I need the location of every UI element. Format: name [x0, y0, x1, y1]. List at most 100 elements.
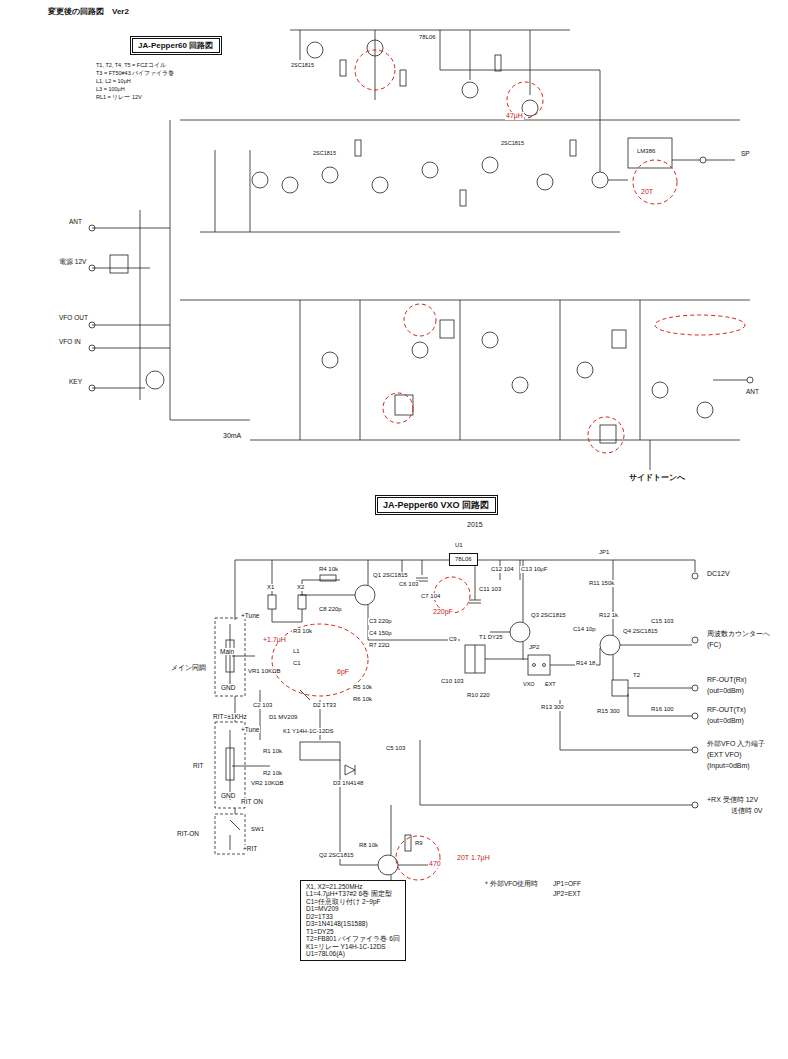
part-label: メイン同調 [170, 664, 207, 671]
part-label: (Input=0dBm) [706, 762, 751, 770]
part-label: C10 103 [440, 678, 465, 685]
part-label: R5 10k [352, 684, 373, 691]
part-label: 6pF [336, 668, 350, 676]
node-text: C1=任意取り付け 2~9pF [306, 898, 400, 905]
part-label: Q3 2SC1815 [530, 612, 567, 619]
part-label: K1 Y14H-1C-12DS [282, 728, 335, 735]
part-label: Main [219, 648, 235, 655]
part-label: RIT [192, 762, 204, 769]
part-label: 470 [428, 860, 442, 868]
part-label: U1 [454, 542, 464, 549]
part-label: 20T 1.7μH [456, 854, 491, 862]
node-text: 78L06 [455, 556, 472, 563]
part-label: ANT [745, 388, 760, 395]
part-label: C15 103 [650, 618, 675, 625]
part-label: +RX 受信時 12V [706, 796, 759, 804]
part-label: +Tune [240, 612, 260, 619]
part-label: C6 103 [398, 581, 419, 588]
part-label: 外部VFO 入力端子 [706, 740, 766, 748]
part-label: R7 22Ω [368, 642, 391, 649]
node-text: JA-Pepper60 回路図 [138, 41, 214, 50]
part-label: T1, T2, T4, T5 = FCZコイル [95, 62, 167, 68]
part-label: +RIT [242, 845, 258, 852]
part-label: C2 103 [252, 702, 273, 709]
part-label: JP1=OFF [552, 880, 582, 887]
part-label: D2 1T33 [312, 702, 337, 709]
part-label: RL1 = リレー 12V [95, 94, 143, 100]
part-label: VFO OUT [58, 314, 89, 321]
part-label: SP [740, 150, 751, 157]
node-text: K1=リレー Y14H-1C-12DS [306, 943, 400, 950]
part-label: T2 [632, 672, 641, 679]
part-label: RIT=±1KHz [212, 713, 248, 720]
part-label: C4 150p [368, 630, 393, 637]
node-text: JA-Pepper60 VXO 回路図 [383, 500, 490, 510]
part-label: Q2 2SC1815 [318, 852, 355, 859]
part-label: 220pF [432, 608, 454, 616]
part-label: (FC) [706, 641, 722, 649]
part-label: X2 [296, 584, 305, 591]
part-label: C8 220p [318, 606, 343, 613]
part-label: JP2=EXT [552, 890, 582, 897]
part-label: JP1 [598, 549, 610, 556]
node-text: T2=FB801 バイファイラ巻 6回 [306, 935, 400, 942]
node-text: T1=DY25 [306, 928, 400, 935]
part-label: R3 10k [292, 628, 313, 635]
part-label: C7 104 [420, 593, 441, 600]
part-label: D3 1N4148 [332, 780, 364, 787]
part-label: C1 [292, 660, 302, 667]
part-label: C9 [448, 636, 458, 643]
part-label: C14 10p [572, 626, 597, 633]
part-label: Q4 2SC1815 [622, 628, 659, 635]
part-label: サイドトーンへ [628, 474, 686, 483]
part-label: 2SC1815 [290, 62, 315, 68]
part-label: R1 10k [262, 748, 283, 755]
part-label: VR2 10KΩB [250, 780, 285, 787]
part-label: R13 300 [540, 704, 565, 711]
part-label: T3 = FT50#43 バイファイラ巻 [95, 70, 175, 76]
part-label: +1.7μH [262, 636, 287, 644]
part-label: Q1 2SC1815 [372, 572, 409, 579]
part-label: C12 104 [490, 566, 515, 573]
part-label: C3 220p [368, 618, 393, 625]
part-label: R11 150k [588, 580, 615, 587]
part-label: VFO IN [58, 338, 82, 345]
part-label: L3 = 100μH [95, 86, 126, 92]
part-label: 2015 [466, 521, 484, 529]
regulator-box: 78L06 [449, 553, 478, 566]
part-label: +Tune [240, 726, 260, 733]
part-label: R14 18 [575, 660, 596, 667]
part-label: 送信時 0V [730, 807, 764, 815]
part-label: KEY [68, 378, 83, 385]
part-label: GND [220, 792, 236, 799]
part-label: EXT [544, 681, 557, 687]
part-label: 47μH [505, 112, 524, 120]
part-label: R4 10k [318, 566, 339, 573]
part-label: R15 300 [596, 708, 621, 715]
part-label: ＊外部VFO使用時 [482, 880, 539, 887]
part-label: 2SC1815 [500, 140, 525, 146]
part-label: RIT-ON [176, 830, 200, 837]
part-label: 2SC1815 [312, 150, 337, 156]
part-label: D1 MV209 [268, 714, 298, 721]
part-label: R12 1k [598, 612, 619, 619]
part-label: (EXT VFO) [706, 751, 742, 759]
part-label: R10 220 [466, 692, 491, 699]
part-label: (out=0dBm) [706, 717, 745, 725]
parts-list-box: X1, X2=21.250MHzL1=4.7μH+T37#2 6巻 固定型C1=… [300, 880, 406, 961]
part-label: LM386 [636, 148, 656, 155]
part-label: JP2 [528, 644, 540, 651]
node-text: D1=MV209 [306, 905, 400, 912]
part-label: GND [220, 684, 236, 691]
part-label: C11 103 [478, 586, 502, 593]
part-label: VR1 10KΩB [247, 668, 282, 675]
part-label: RIT ON [240, 798, 264, 805]
title-box: JA-Pepper60 VXO 回路図 [375, 495, 498, 515]
node-text: L1=4.7μH+T37#2 6巻 固定型 [306, 890, 400, 897]
node-text: U1=78L06(A) [306, 950, 400, 957]
part-label: RF-OUT(Rx) [706, 676, 748, 684]
part-label: 30mA [222, 432, 242, 440]
part-label: SW1 [250, 826, 265, 833]
part-label: ANT [68, 218, 83, 225]
